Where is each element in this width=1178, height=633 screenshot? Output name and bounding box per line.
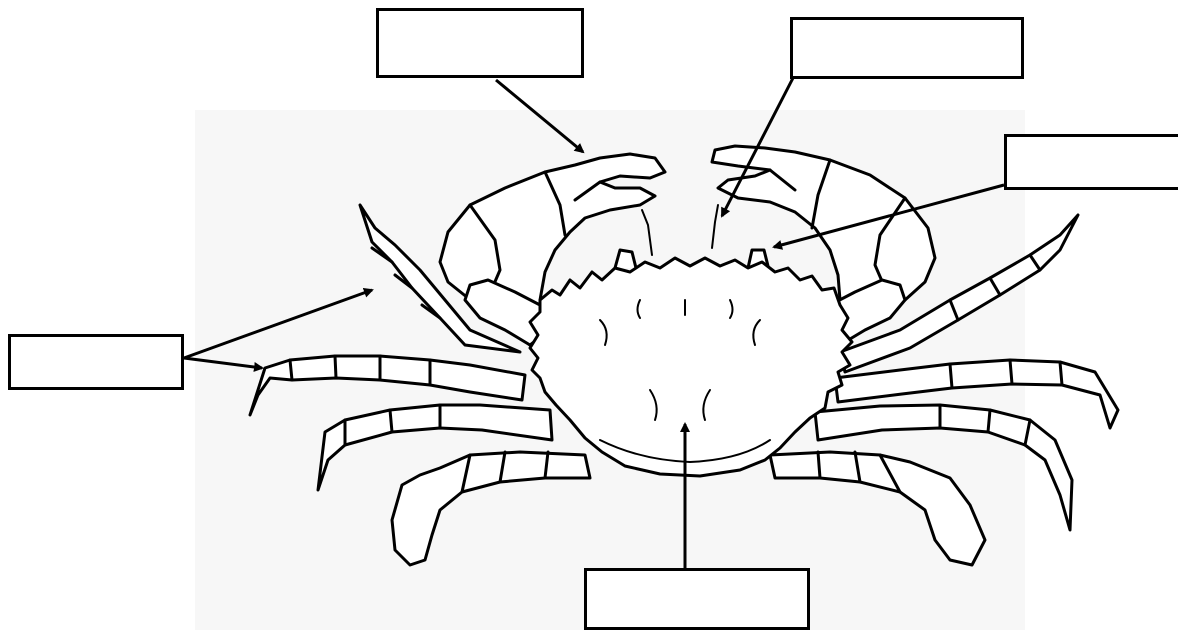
- eye-label-box[interactable]: [1004, 134, 1178, 190]
- legs-label-box[interactable]: [8, 334, 184, 390]
- antenna-label-box[interactable]: [790, 17, 1024, 79]
- claw-label-box[interactable]: [376, 8, 584, 78]
- shell-label-box[interactable]: [584, 568, 810, 630]
